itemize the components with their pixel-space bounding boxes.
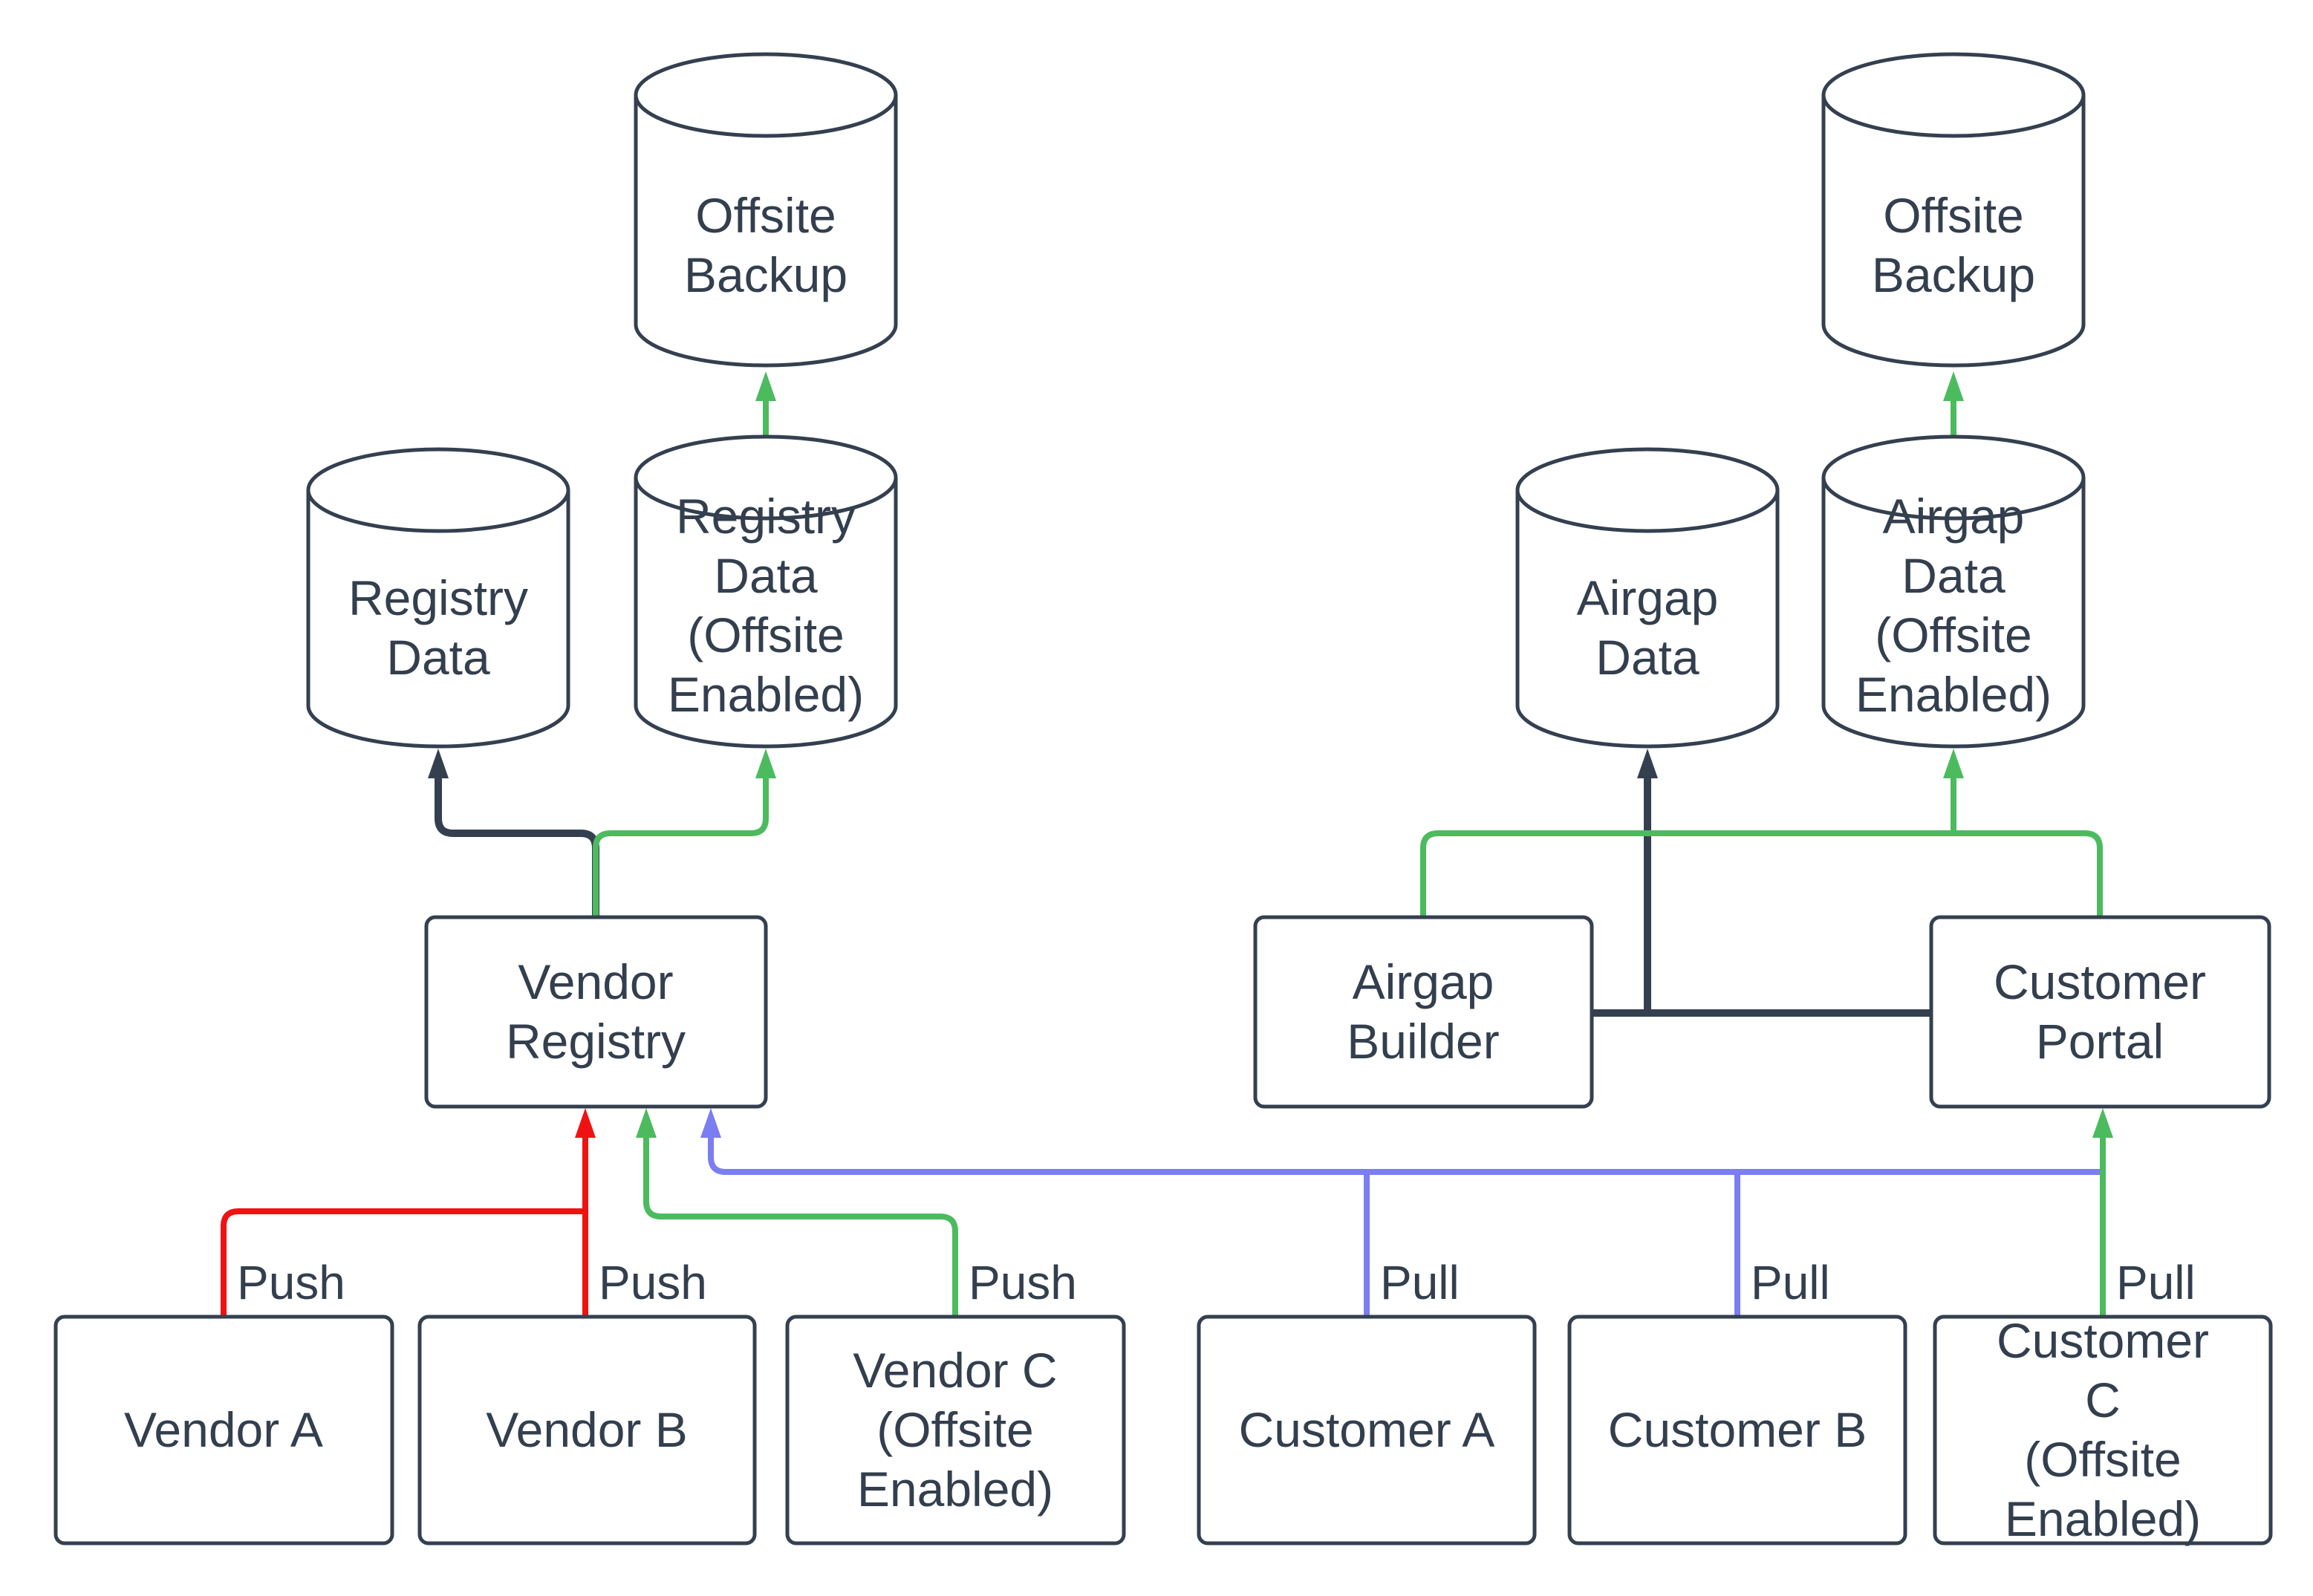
node-label-vendor-registry: Vendor Registry: [505, 954, 686, 1069]
edge-label-push-vendor-c: Push: [969, 1256, 1077, 1309]
node-offsite-backup-right: [1821, 52, 2086, 368]
node-vendor-b: [417, 1315, 757, 1545]
edge-label-push-vendor-a: Push: [237, 1256, 345, 1309]
node-customer-b: [1567, 1315, 1907, 1545]
node-label-customer-c: Customer C (Offsite Enabled): [1996, 1313, 2210, 1546]
node-vendor-a: [53, 1315, 394, 1545]
node-label-airgap-data: Airgap Data: [1576, 570, 1719, 685]
node-customer-c: [1933, 1315, 2273, 1545]
node-registry-data-offsite: [634, 434, 898, 749]
node-airgap-builder: [1253, 915, 1594, 1109]
arrowhead-registry-data-offsite: [755, 749, 776, 778]
edge-label-pull-customer-b: Pull: [1751, 1256, 1830, 1309]
node-label-customer-portal: Customer Portal: [1993, 954, 2207, 1069]
arrowhead-offsite-backup-right: [1943, 371, 1964, 401]
node-label-registry-data-offsite: Registry Data (Offsite Enabled): [667, 489, 865, 722]
edge-label-pull-customer-c: Pull: [2116, 1256, 2196, 1309]
arrowhead-offsite-backup-left: [755, 371, 776, 401]
node-label-customer-a: Customer A: [1238, 1402, 1495, 1457]
node-offsite-backup-left: [634, 52, 898, 368]
arrowhead-pull-vendor-registry: [700, 1108, 721, 1138]
node-registry-data: [306, 447, 570, 749]
arrowhead-push-green-vendor-registry: [636, 1108, 657, 1138]
node-customer-a: [1197, 1315, 1537, 1545]
edge-vendor-registry-to-registry-data-offsite: [593, 778, 769, 917]
node-label-vendor-c: Vendor C (Offsite Enabled): [853, 1343, 1058, 1517]
edge-vendor-a-push: [221, 1208, 585, 1317]
node-vendor-c: [785, 1315, 1126, 1545]
edge-vendor-c-push: [643, 1136, 958, 1317]
node-label-customer-b: Customer B: [1607, 1402, 1867, 1457]
node-label-offsite-backup-left: Offsite Backup: [683, 188, 848, 302]
arrowhead-registry-data: [428, 749, 449, 778]
edge-vendor-registry-to-registry-data: [435, 778, 599, 917]
node-vendor-registry: [424, 915, 768, 1109]
node-label-airgap-data-offsite: Airgap Data (Offsite Enabled): [1855, 489, 2052, 722]
arrowhead-airgap-data-offsite: [1943, 749, 1964, 778]
node-label-registry-data: Registry Data: [348, 570, 529, 685]
node-label-airgap-builder: Airgap Builder: [1347, 954, 1500, 1069]
node-label-vendor-b: Vendor B: [486, 1402, 688, 1457]
node-airgap-data: [1515, 447, 1780, 749]
node-customer-portal: [1929, 915, 2271, 1109]
node-label-offsite-backup-right: Offsite Backup: [1871, 188, 2036, 302]
node-airgap-data-offsite: [1821, 434, 2086, 749]
edge-customers-pull-span: [708, 1136, 2103, 1175]
node-layer: [53, 52, 2273, 1545]
arrowhead-airgap-data: [1637, 749, 1658, 778]
edge-label-push-vendor-b: Push: [599, 1256, 707, 1309]
edge-layer: [221, 371, 2113, 1317]
edge-label-pull-customer-a: Pull: [1380, 1256, 1460, 1309]
arrowhead-push-vendor-registry: [575, 1108, 596, 1138]
edge-builder-to-portal: [1420, 830, 2103, 917]
node-label-vendor-a: Vendor A: [124, 1402, 323, 1457]
arrowhead-pull-customer-portal: [2092, 1108, 2113, 1138]
